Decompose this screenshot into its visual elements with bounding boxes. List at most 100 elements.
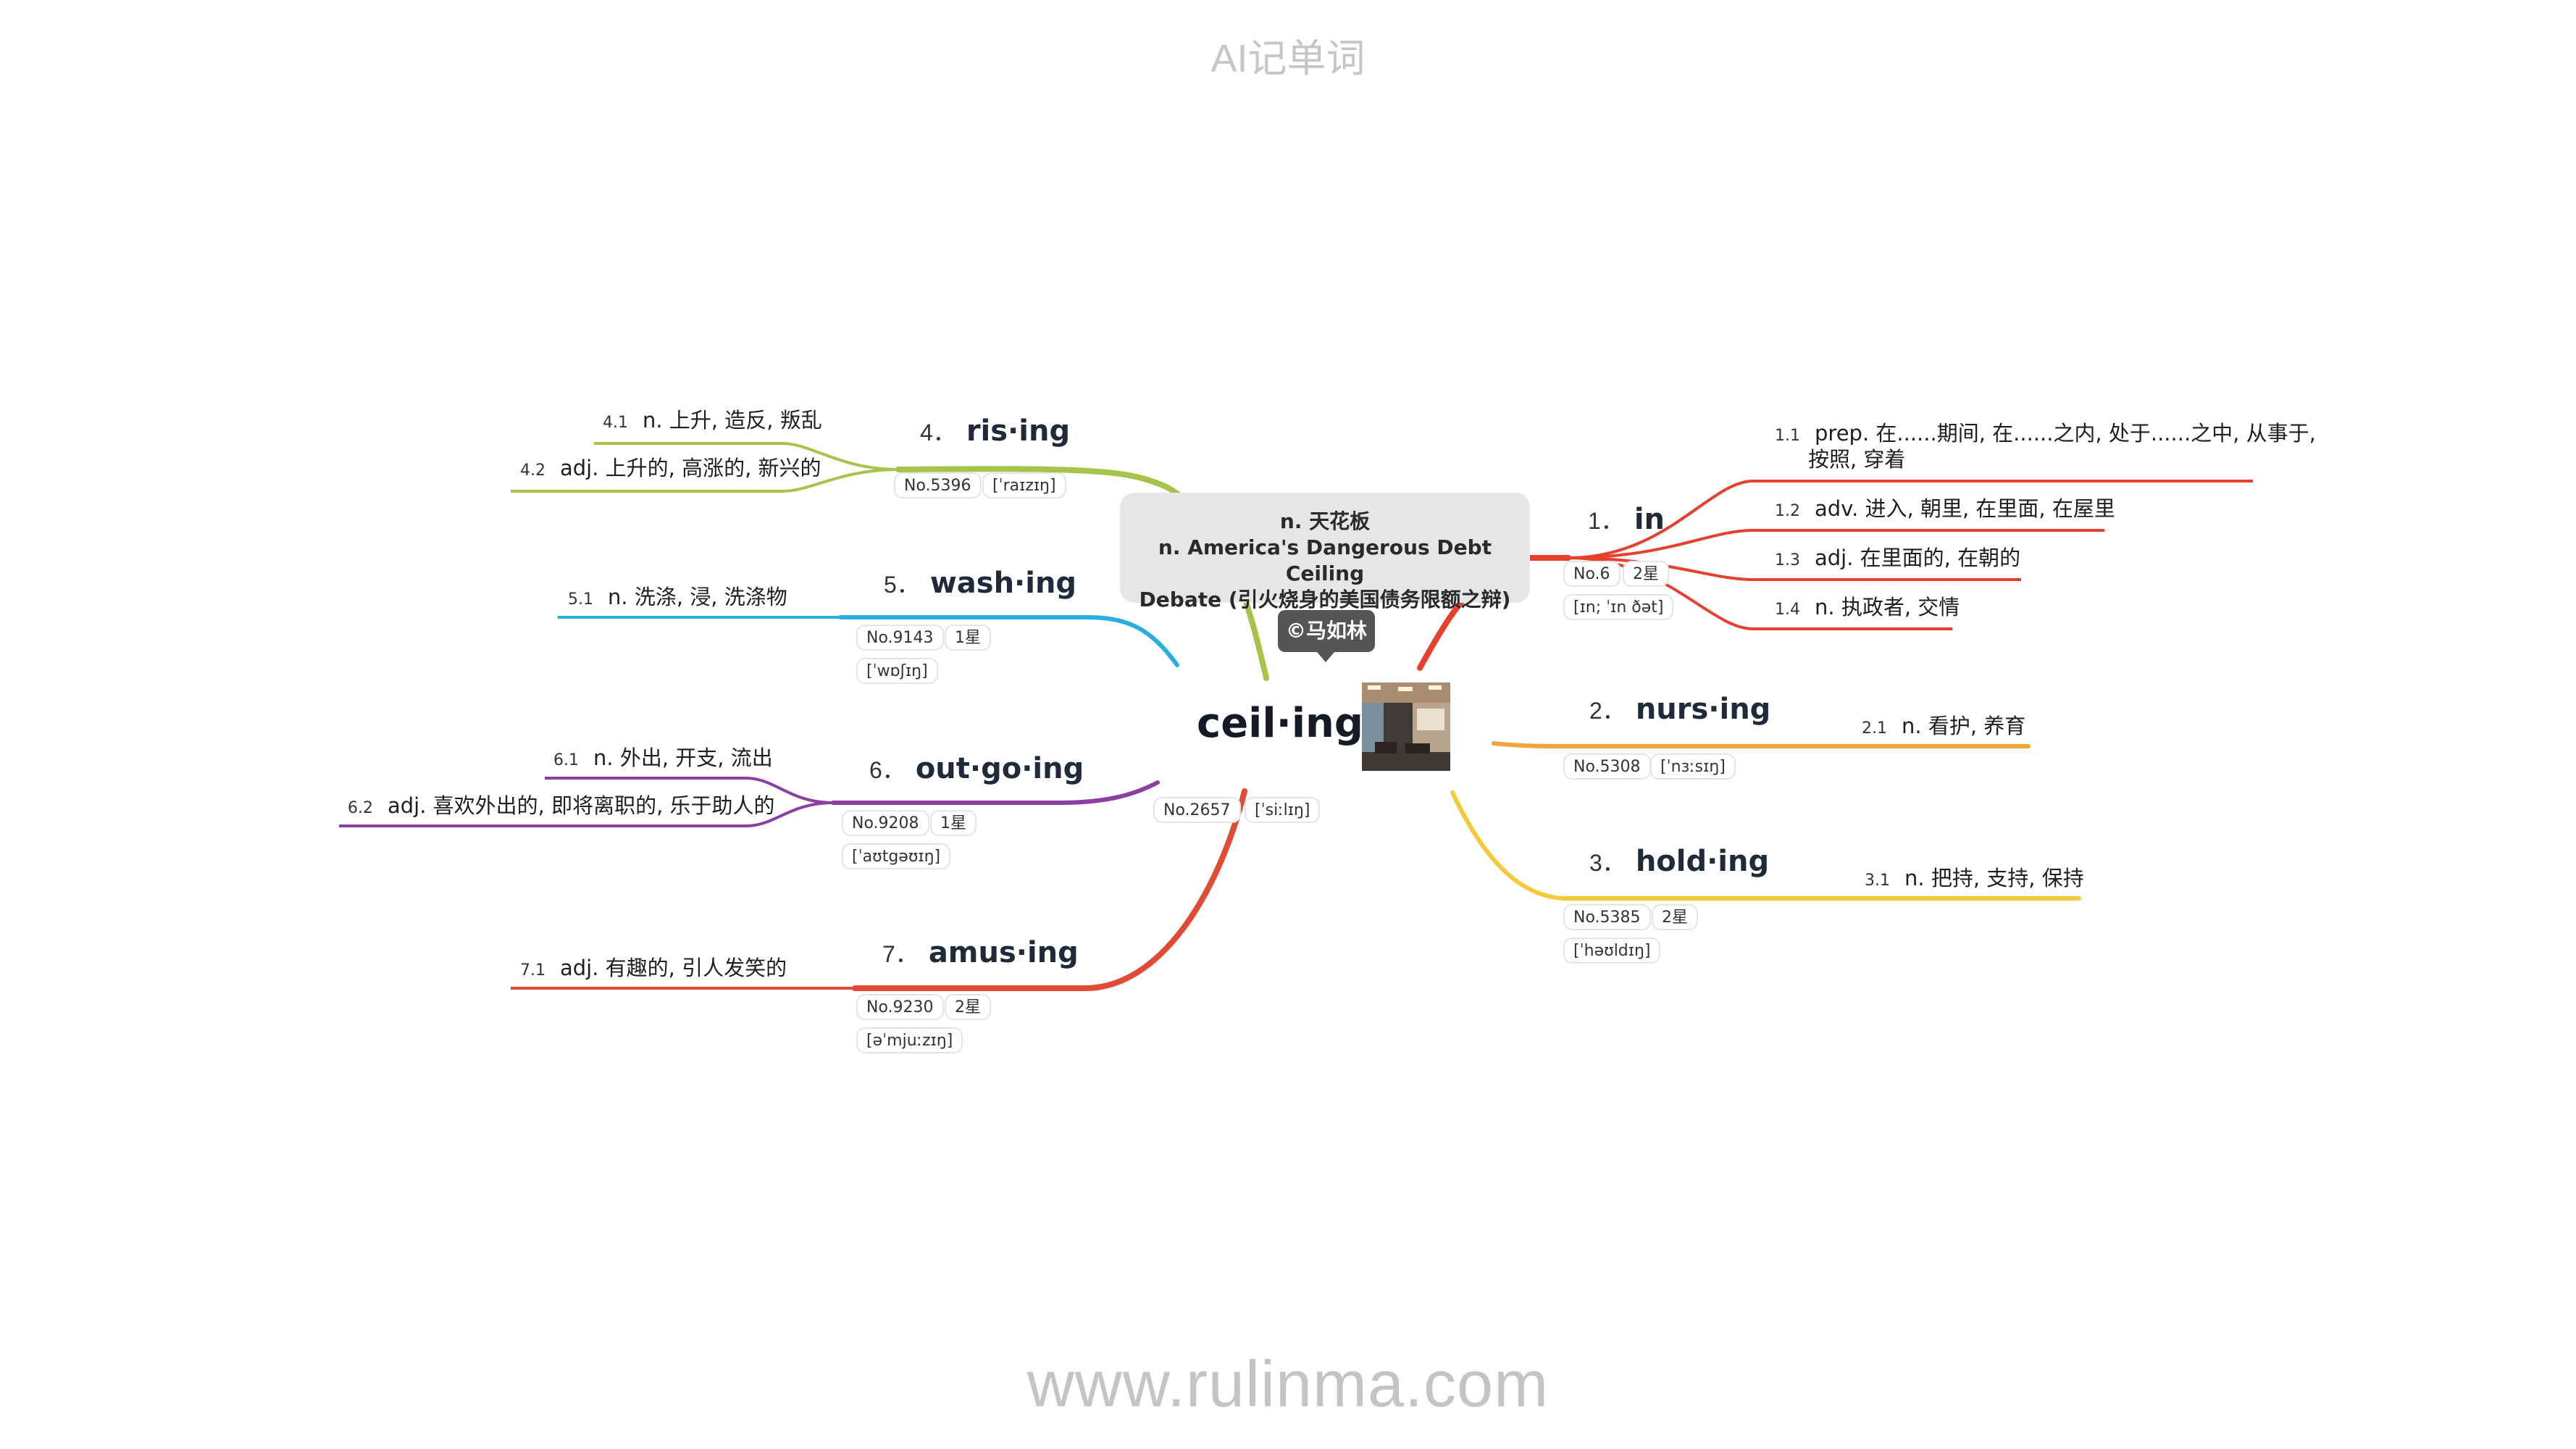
sub-line-4-2 — [511, 468, 899, 493]
branch-line-holding — [1450, 790, 2081, 901]
sense-number: 4.2 — [520, 462, 545, 480]
callout-line: n. America's Dangerous Debt Ceiling — [1158, 535, 1492, 585]
sense-text: n. 外出, 开支, 流出 — [593, 746, 773, 770]
branch-3-topic[interactable]: 3． hold·ing — [1589, 845, 1769, 878]
phonetic-tag: [ˈwɒʃɪŋ] — [856, 658, 938, 684]
word-no-tag: No.9230 — [856, 994, 944, 1020]
sense-number: 5.1 — [568, 590, 593, 609]
sense-text: adj. 有趣的, 引人发笑的 — [560, 956, 787, 980]
website-url: www.rulinma.com — [1026, 1348, 1550, 1421]
sense-number: 1.4 — [1775, 601, 1800, 619]
star-tag: 1星 — [930, 810, 977, 836]
sub-line-6-1 — [545, 777, 834, 804]
sense-1-2: 1.2 adv. 进入, 朝里, 在里面, 在屋里 — [1775, 496, 2115, 525]
branch-5-topic[interactable]: 5． wash·ing — [884, 567, 1076, 600]
branch-line-outgoing — [831, 780, 1160, 805]
branch-6-topic[interactable]: 6． out·go·ing — [869, 752, 1084, 785]
branch-7-topic[interactable]: 7． amus·ing — [882, 936, 1079, 969]
sense-number: 1.3 — [1775, 551, 1800, 569]
phonetic-tag: [ɪn; ˈɪn ðət] — [1563, 594, 1674, 620]
star-tag: 2星 — [1623, 561, 1669, 587]
branch-word: in — [1634, 503, 1665, 536]
sense-number: 1.2 — [1775, 502, 1800, 520]
sense-number: 1.1 — [1775, 427, 1800, 445]
word-no-tag: No.5385 — [1563, 904, 1651, 930]
sense-text: n. 上升, 造反, 叛乱 — [643, 408, 822, 433]
sense-number: 4.1 — [603, 414, 628, 432]
star-tag: 2星 — [945, 994, 991, 1020]
sense-text: n. 看护, 养育 — [1902, 714, 2026, 738]
branch-word: wash·ing — [929, 567, 1077, 600]
central-phonetic-tag: [ˈsiːlɪŋ] — [1245, 797, 1321, 823]
sense-4-1: 4.1 n. 上升, 造反, 叛乱 — [603, 407, 822, 436]
branch-index: 1． — [1588, 508, 1624, 534]
sense-5-1: 5.1 n. 洗涤, 浸, 洗涤物 — [568, 584, 787, 613]
phonetic-tag: [ˈhəʊldɪŋ] — [1563, 938, 1661, 964]
phonetic-tag: [əˈmjuːzɪŋ] — [856, 1027, 963, 1053]
sense-text: adj. 在里面的, 在朝的 — [1815, 546, 2021, 570]
branch-word: ris·ing — [966, 414, 1071, 448]
phonetic-tag: [ˈaʊtgəʊɪŋ] — [842, 843, 951, 869]
branch-word: hold·ing — [1635, 845, 1770, 878]
sense-number: 7.1 — [520, 961, 545, 980]
central-no-tag: No.2657 — [1153, 797, 1241, 823]
branch-line-amusing — [852, 788, 1247, 991]
sense-number: 3.1 — [1865, 872, 1890, 890]
sense-4-2: 4.2 adj. 上升的, 高涨的, 新兴的 — [520, 455, 821, 484]
sub-line-4-1 — [594, 442, 899, 471]
sense-text: adj. 喜欢外出的, 即将离职的, 乐于助人的 — [388, 793, 775, 818]
branch-4-topic[interactable]: 4． ris·ing — [920, 414, 1070, 448]
branch-2-topic[interactable]: 2． nurs·ing — [1589, 693, 1770, 726]
copyright-label: ©马如林 — [1278, 610, 1375, 662]
word-no-tag: No.6 — [1563, 561, 1621, 587]
sense-number: 6.2 — [348, 799, 373, 817]
sub-line-1-2 — [1568, 529, 2104, 559]
branch-index: 6． — [869, 757, 906, 783]
sense-number: 2.1 — [1862, 719, 1887, 738]
word-no-tag: No.9208 — [842, 810, 929, 836]
branch-index: 7． — [882, 941, 919, 967]
app-title: AI记单词 — [1210, 37, 1366, 80]
star-tag: 1星 — [945, 625, 991, 651]
sense-text: n. 洗涤, 浸, 洗涤物 — [608, 585, 787, 609]
sub-line-1-3 — [1568, 556, 2021, 581]
sense-1-1-cont: 按照, 穿着 — [1808, 447, 1906, 472]
word-no-tag: No.5396 — [894, 472, 982, 498]
word-no-tag: No.9143 — [856, 625, 944, 651]
sense-text: adv. 进入, 朝里, 在里面, 在屋里 — [1815, 496, 2115, 521]
sense-text: n. 把持, 支持, 保持 — [1904, 866, 2084, 890]
sense-7-1: 7.1 adj. 有趣的, 引人发笑的 — [520, 955, 787, 984]
branch-line-rising — [895, 466, 1269, 681]
branch-word: nurs·ing — [1635, 693, 1771, 726]
phonetic-tag: [ˈnɜːsɪŋ] — [1650, 753, 1736, 780]
branch-index: 5． — [884, 572, 920, 598]
branch-line-nursing — [1492, 741, 2031, 748]
branch-index: 2． — [1589, 698, 1626, 724]
phonetic-tag: [ˈraɪzɪŋ] — [982, 472, 1066, 498]
branch-1-topic[interactable]: 1． in — [1588, 503, 1665, 536]
word-no-tag: No.5308 — [1563, 753, 1651, 780]
sense-number: 6.1 — [553, 751, 579, 769]
branch-line-washing — [838, 615, 1179, 667]
branch-word: out·go·ing — [915, 752, 1084, 785]
sense-6-2: 6.2 adj. 喜欢外出的, 即将离职的, 乐于助人的 — [348, 793, 775, 822]
sub-line-1-1 — [1568, 480, 2253, 559]
sense-1-4: 1.4 n. 执政者, 交情 — [1775, 594, 1960, 623]
callout-line: Debate (引火烧身的美国债务限额之辩) — [1139, 588, 1511, 611]
central-word[interactable]: ceil·ing — [1197, 700, 1363, 747]
definition-callout: n. 天花板 n. America's Dangerous Debt Ceili… — [1120, 493, 1530, 611]
sense-3-1: 3.1 n. 把持, 支持, 保持 — [1865, 865, 2084, 894]
sense-6-1: 6.1 n. 外出, 开支, 流出 — [553, 745, 773, 774]
sense-text: n. 执政者, 交情 — [1815, 595, 1960, 619]
branch-index: 4． — [920, 419, 956, 446]
sense-text: adj. 上升的, 高涨的, 新兴的 — [560, 456, 821, 480]
sub-line-6-2 — [339, 801, 834, 827]
ceiling-photo-icon — [1362, 682, 1450, 771]
star-tag: 2星 — [1652, 904, 1698, 930]
sense-1-3: 1.3 adj. 在里面的, 在朝的 — [1775, 545, 2020, 574]
callout-line: n. 天花板 — [1279, 509, 1371, 533]
sense-2-1: 2.1 n. 看护, 养育 — [1862, 713, 2025, 742]
branch-word: amus·ing — [928, 936, 1079, 969]
branch-index: 3． — [1589, 850, 1626, 876]
